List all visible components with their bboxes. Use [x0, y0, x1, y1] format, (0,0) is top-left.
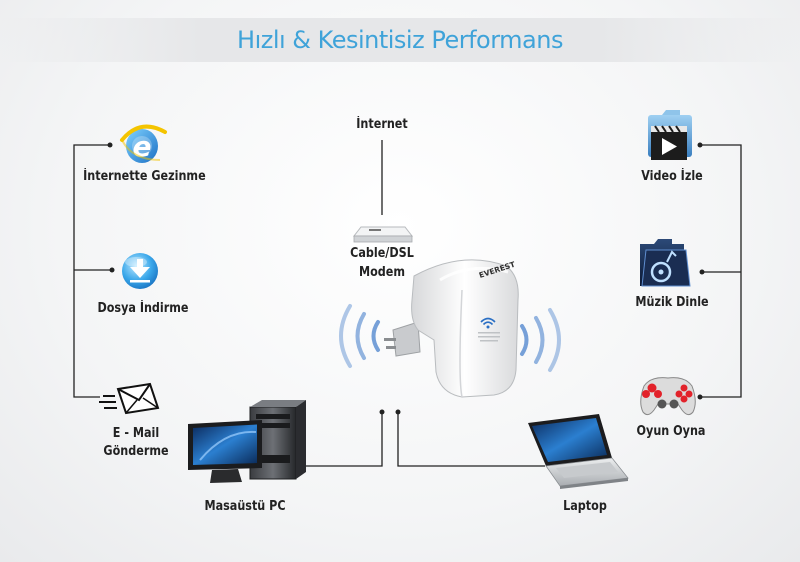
title-banner — [0, 18, 800, 62]
wifi-waves-right — [520, 308, 561, 372]
connector-dot — [697, 142, 703, 148]
left-bracket-line — [73, 144, 110, 398]
modem-label-line1: Cable/DSL — [350, 246, 414, 261]
email-label-line2: Gönderme — [103, 444, 169, 459]
right-bracket-line — [700, 144, 742, 398]
modem-label-line2: Modem — [358, 265, 406, 280]
download-icon — [122, 253, 158, 289]
connector-dot — [107, 142, 113, 148]
internet-browsing-label: İnternette Gezinme — [83, 169, 206, 184]
listen-music-label: Müzik Dinle — [635, 295, 709, 310]
modem-device — [352, 226, 414, 243]
repeater-to-pc-line — [296, 412, 383, 467]
music-folder-icon — [640, 239, 691, 287]
play-game-label: Oyun Oyna — [636, 424, 706, 439]
internet-explorer-icon: e — [120, 124, 167, 163]
desktop-pc-icon — [188, 400, 306, 483]
wifi-waves-left — [339, 304, 380, 368]
connector-dot — [379, 409, 385, 415]
connector-dot — [699, 269, 705, 275]
wifi-logo-icon — [480, 317, 496, 329]
laptop-label: Laptop — [563, 499, 607, 514]
internet-label: İnternet — [356, 117, 408, 132]
video-folder-icon — [648, 110, 692, 160]
watch-video-label: Video İzle — [641, 169, 703, 184]
wifi-repeater-device: EVEREST — [384, 259, 519, 398]
envelope-icon — [99, 382, 160, 415]
desktop-pc-label: Masaüstü PC — [204, 499, 286, 514]
connector-dot — [697, 394, 703, 400]
file-download-label: Dosya İndirme — [97, 301, 189, 316]
connector-lines — [73, 140, 742, 467]
gamepad-icon — [640, 377, 696, 416]
repeater-to-laptop-line — [397, 412, 545, 467]
connector-dot — [395, 409, 401, 415]
email-label-line1: E - Mail — [112, 426, 160, 441]
page-title: Hızlı & Kesintisiz Performans — [237, 26, 563, 54]
connector-dot — [109, 267, 115, 273]
laptop-icon — [528, 414, 629, 489]
